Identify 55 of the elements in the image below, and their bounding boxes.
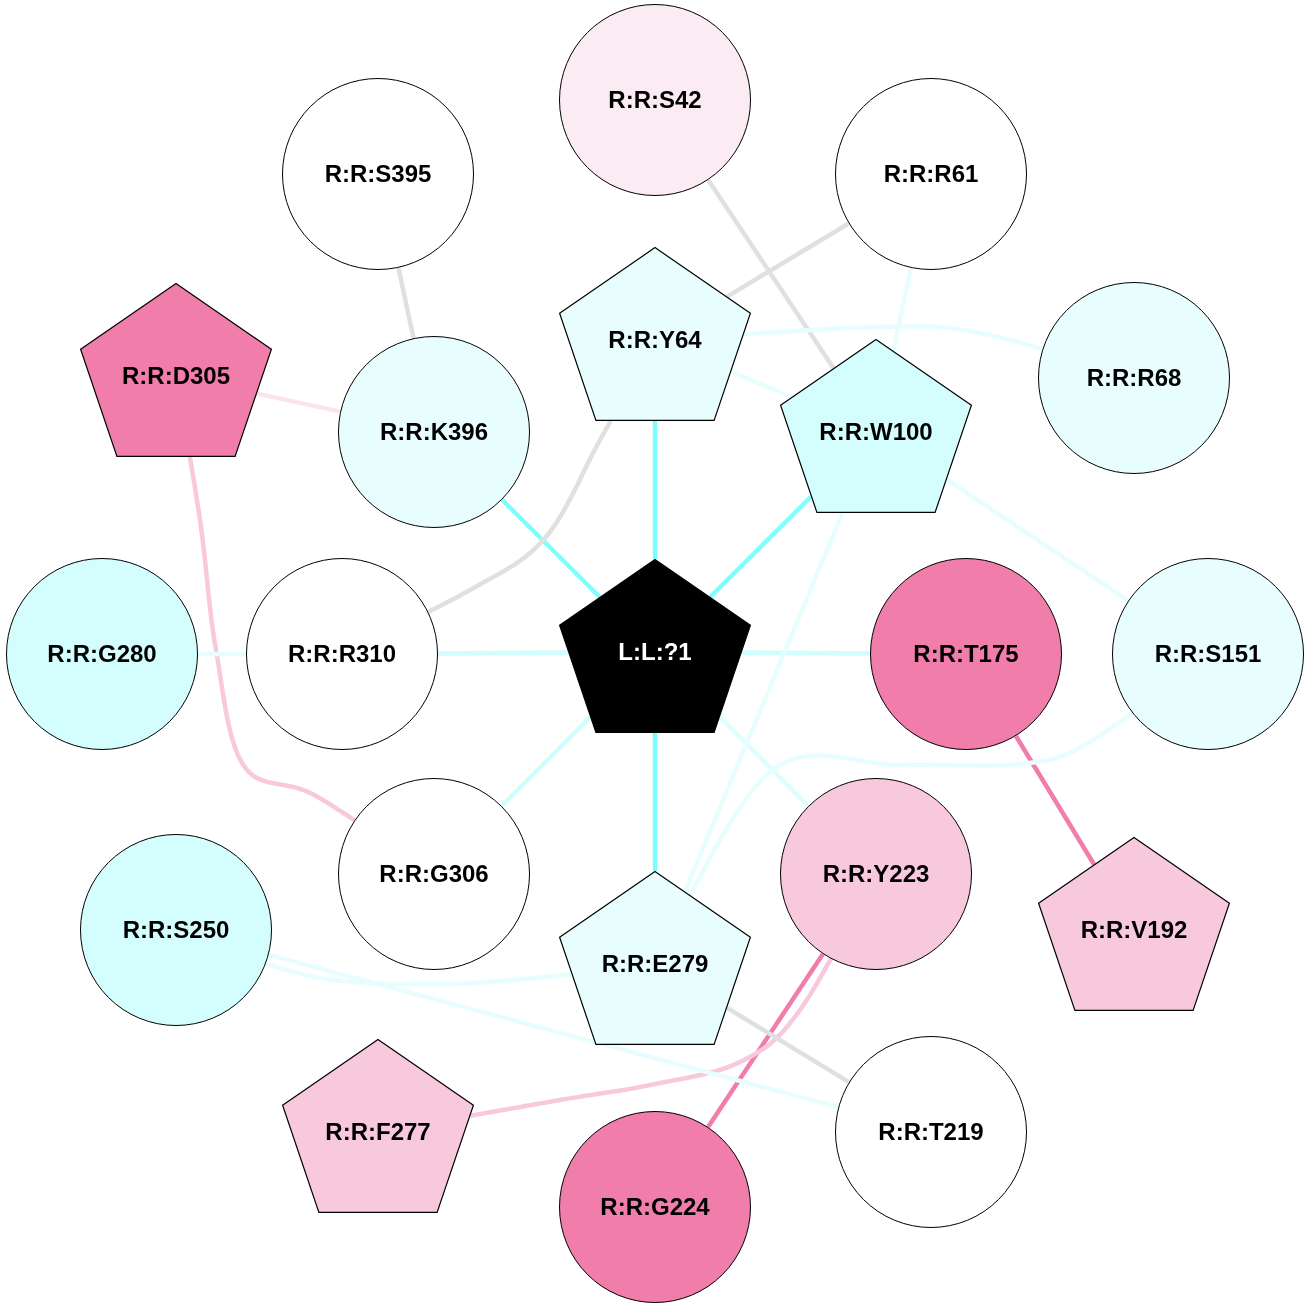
- pentagon-node: [80, 283, 272, 457]
- pentagon-node: [780, 339, 972, 513]
- node-label: R:R:R310: [288, 642, 396, 666]
- edge-line: [706, 952, 825, 1129]
- node-label: R:R:V192: [1080, 918, 1188, 942]
- node-label: R:R:S395: [324, 162, 432, 186]
- pentagon-node: [559, 247, 751, 421]
- edge-line: [256, 391, 341, 414]
- edge-line: [652, 421, 658, 559]
- node-label: R:R:R61: [883, 162, 979, 186]
- edge-line: [730, 369, 793, 400]
- edge-line: [438, 650, 569, 656]
- node-label: L:L:?1: [618, 640, 692, 664]
- edge-line: [682, 512, 845, 893]
- node-label: R:R:S42: [608, 88, 702, 112]
- edge-line: [187, 456, 356, 823]
- node-label: R:R:K396: [380, 420, 488, 444]
- edge-line: [500, 498, 602, 599]
- edge-line: [427, 419, 613, 614]
- node-label: R:R:G306: [379, 862, 489, 886]
- node-label: R:R:T219: [878, 1120, 984, 1144]
- pentagon-node: [282, 1039, 474, 1213]
- edge-line: [708, 495, 813, 599]
- edge-line: [470, 956, 833, 1118]
- node-label: R:R:F277: [325, 1120, 431, 1144]
- edge-line: [945, 477, 1130, 603]
- pentagon-node: [559, 871, 751, 1045]
- pentagon-node: [1038, 837, 1230, 1011]
- node-label: R:R:D305: [122, 364, 230, 388]
- node-label: R:R:E279: [601, 952, 709, 976]
- node-label: R:R:G280: [47, 642, 157, 666]
- edge-line: [652, 733, 658, 871]
- edge-line: [500, 715, 592, 808]
- edge-line: [741, 650, 870, 656]
- edge-line: [706, 178, 836, 370]
- edge-line: [743, 324, 1044, 352]
- node-label: R:R:S151: [1154, 642, 1262, 666]
- node-label: R:R:Y64: [608, 328, 702, 352]
- edge-line: [198, 651, 246, 657]
- edge-line: [268, 952, 839, 1110]
- edge-line: [718, 715, 810, 808]
- edge-line: [688, 711, 1134, 897]
- edge-line: [725, 1005, 851, 1085]
- node-label: R:R:G224: [600, 1195, 710, 1219]
- node-label: R:R:T175: [913, 642, 1019, 666]
- edge-line: [891, 267, 914, 352]
- edge-line: [396, 267, 416, 339]
- pentagon-node: [559, 559, 751, 733]
- node-label: R:R:R68: [1086, 366, 1182, 390]
- edge-line: [1013, 734, 1097, 866]
- node-label: R:R:S250: [122, 918, 230, 942]
- node-label: R:R:W100: [819, 420, 933, 444]
- edge-line: [725, 221, 850, 299]
- node-label: R:R:Y223: [822, 862, 930, 886]
- edge-line: [264, 961, 573, 987]
